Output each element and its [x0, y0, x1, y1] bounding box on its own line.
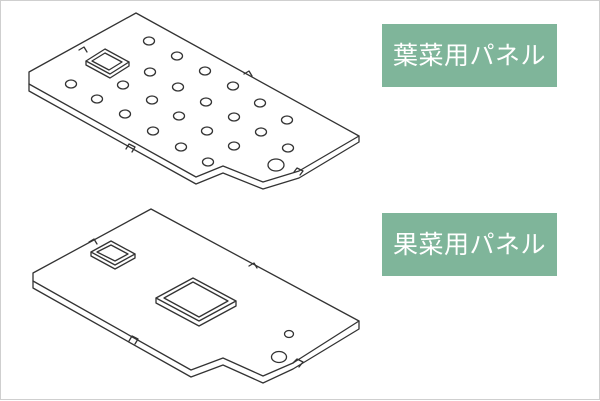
fruit-panel-small-hole: [283, 329, 295, 339]
fruit-panel-drawing: [32, 208, 360, 384]
fruit-panel-small-opening: [90, 240, 136, 270]
fruit-panel-large-opening: [155, 277, 237, 327]
leaf-panel-drawing: [28, 12, 360, 190]
leaf-panel-label: 葉菜用パネル: [382, 24, 557, 87]
fruit-panel-fixing-hole: [270, 350, 288, 364]
leaf-panel-fixing-hole: [267, 158, 285, 172]
leaf-panel-holes: [64, 36, 295, 167]
leaf-panel-square-opening: [85, 48, 130, 79]
fruit-panel-label: 果菜用パネル: [382, 213, 557, 276]
